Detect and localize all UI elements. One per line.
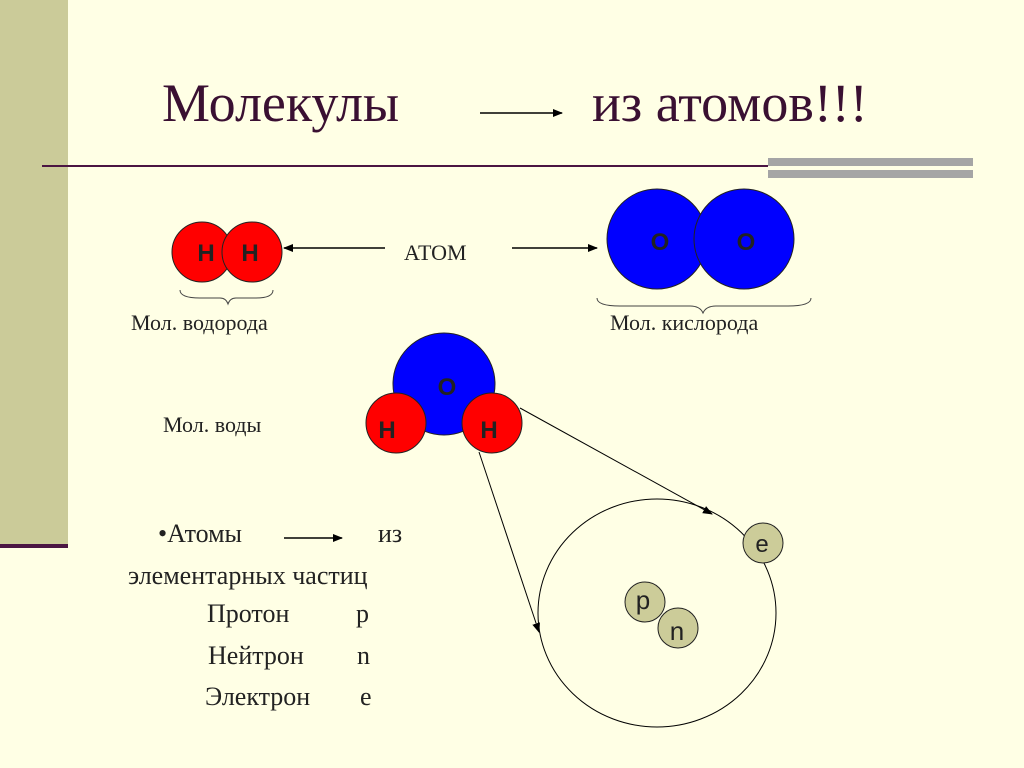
- oxygen-atom-1-label: O: [651, 229, 670, 256]
- water-molecule: O H H: [365, 332, 523, 454]
- oxygen-atom-2: [693, 188, 795, 290]
- zoom-line-upper: [519, 407, 713, 515]
- water-hydrogen-atom-2: [461, 392, 523, 454]
- hydrogen-molecule: H H: [171, 221, 283, 283]
- title-from-atoms: из атомов!!!: [592, 73, 868, 133]
- water-hydrogen-1-label: H: [378, 417, 395, 444]
- title-molecules: Молекулы: [162, 73, 400, 133]
- neutron-name: Нейтрон: [208, 641, 304, 670]
- electron-name: Электрон: [205, 682, 311, 711]
- proton-symbol: p: [356, 599, 369, 628]
- proton-particle: p: [624, 581, 666, 623]
- neutron-particle: n: [657, 607, 699, 649]
- water-oxygen-label: O: [438, 374, 457, 401]
- proton-name: Протон: [207, 599, 290, 628]
- hydrogen-atom-2-label: H: [241, 240, 258, 267]
- sidebar-accent-line: [0, 544, 68, 548]
- sidebar-band: [0, 0, 68, 545]
- hydrogen-atom-1-label: H: [197, 240, 214, 267]
- oxygen-atom-2-label: O: [737, 229, 756, 256]
- electron-particle: e: [742, 522, 784, 564]
- zoom-line-lower: [478, 451, 540, 633]
- atom-label: АТОМ: [404, 240, 467, 265]
- water-molecule-label: Мол. воды: [163, 412, 262, 437]
- hydrogen-molecule-label: Мол. водорода: [131, 310, 268, 335]
- neutron-label: n: [670, 616, 684, 646]
- oxygen-brace: [596, 297, 812, 315]
- electron-symbol: e: [360, 682, 372, 711]
- water-hydrogen-2-label: H: [480, 417, 497, 444]
- proton-label: p: [636, 585, 650, 615]
- electron-orbit: [537, 498, 777, 728]
- title-underline: [42, 165, 768, 167]
- bullet-elementary: элементарных частиц: [128, 561, 368, 590]
- oxygen-molecule-label: Мол. кислорода: [610, 310, 759, 335]
- bullet-from: из: [378, 519, 403, 548]
- title-accent-bars: [768, 158, 973, 178]
- electron-label: e: [755, 531, 768, 558]
- hydrogen-brace: [179, 289, 274, 306]
- hydrogen-atom-2: [221, 221, 283, 283]
- oxygen-molecule: O O: [606, 188, 795, 290]
- water-hydrogen-atom-1: [365, 392, 427, 454]
- neutron-symbol: n: [357, 641, 370, 670]
- bullet-atoms: •Атомы: [158, 519, 243, 548]
